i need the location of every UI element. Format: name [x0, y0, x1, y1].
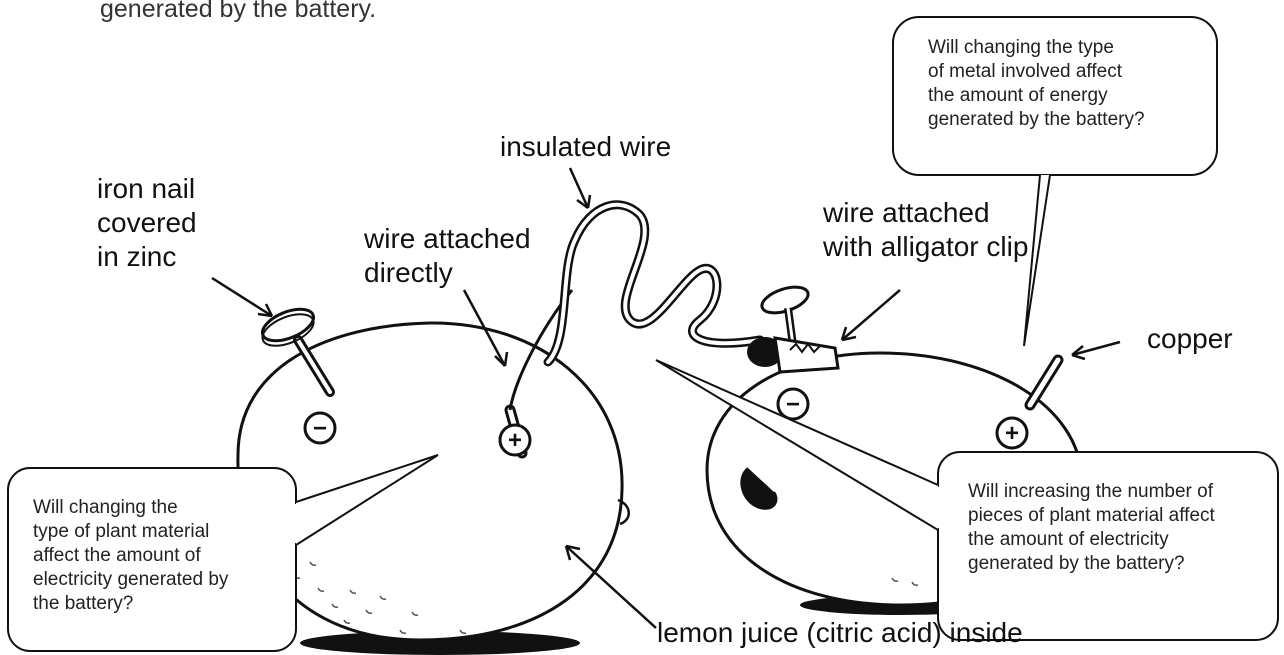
- insulated-wire: [548, 205, 760, 362]
- terminal-right-negative: −: [778, 389, 808, 419]
- arrow-alligator-clip: [842, 290, 900, 340]
- label-wire-clip: wire attached with alligator clip: [823, 196, 1028, 264]
- copper-electrode: [1030, 360, 1058, 405]
- arrow-iron-nail: [212, 278, 272, 316]
- label-copper: copper: [1147, 322, 1233, 356]
- label-insulated-wire: insulated wire: [500, 130, 671, 164]
- alligator-clip: [747, 282, 838, 372]
- terminal-right-positive-sign: +: [1005, 420, 1019, 447]
- terminal-left-negative: −: [305, 413, 335, 443]
- label-iron-nail: iron nail covered in zinc: [97, 172, 197, 274]
- bubble-metal-type-text: Will changing the type of metal involved…: [928, 36, 1145, 132]
- bubble-pieces-text: Will increasing the number of pieces of …: [968, 480, 1215, 576]
- terminal-right-negative-sign: −: [786, 391, 800, 418]
- bubble-plant-type-text: Will changing the type of plant material…: [33, 496, 228, 616]
- terminal-left-positive: +: [500, 425, 530, 455]
- terminal-left-positive-sign: +: [508, 427, 522, 454]
- label-wire-direct: wire attached directly: [364, 222, 531, 290]
- terminal-right-positive: +: [997, 418, 1027, 448]
- terminal-left-negative-sign: −: [313, 415, 327, 442]
- label-lemon-juice: lemon juice (citric acid) inside: [657, 616, 1023, 650]
- top-caption: generated by the battery.: [100, 0, 376, 26]
